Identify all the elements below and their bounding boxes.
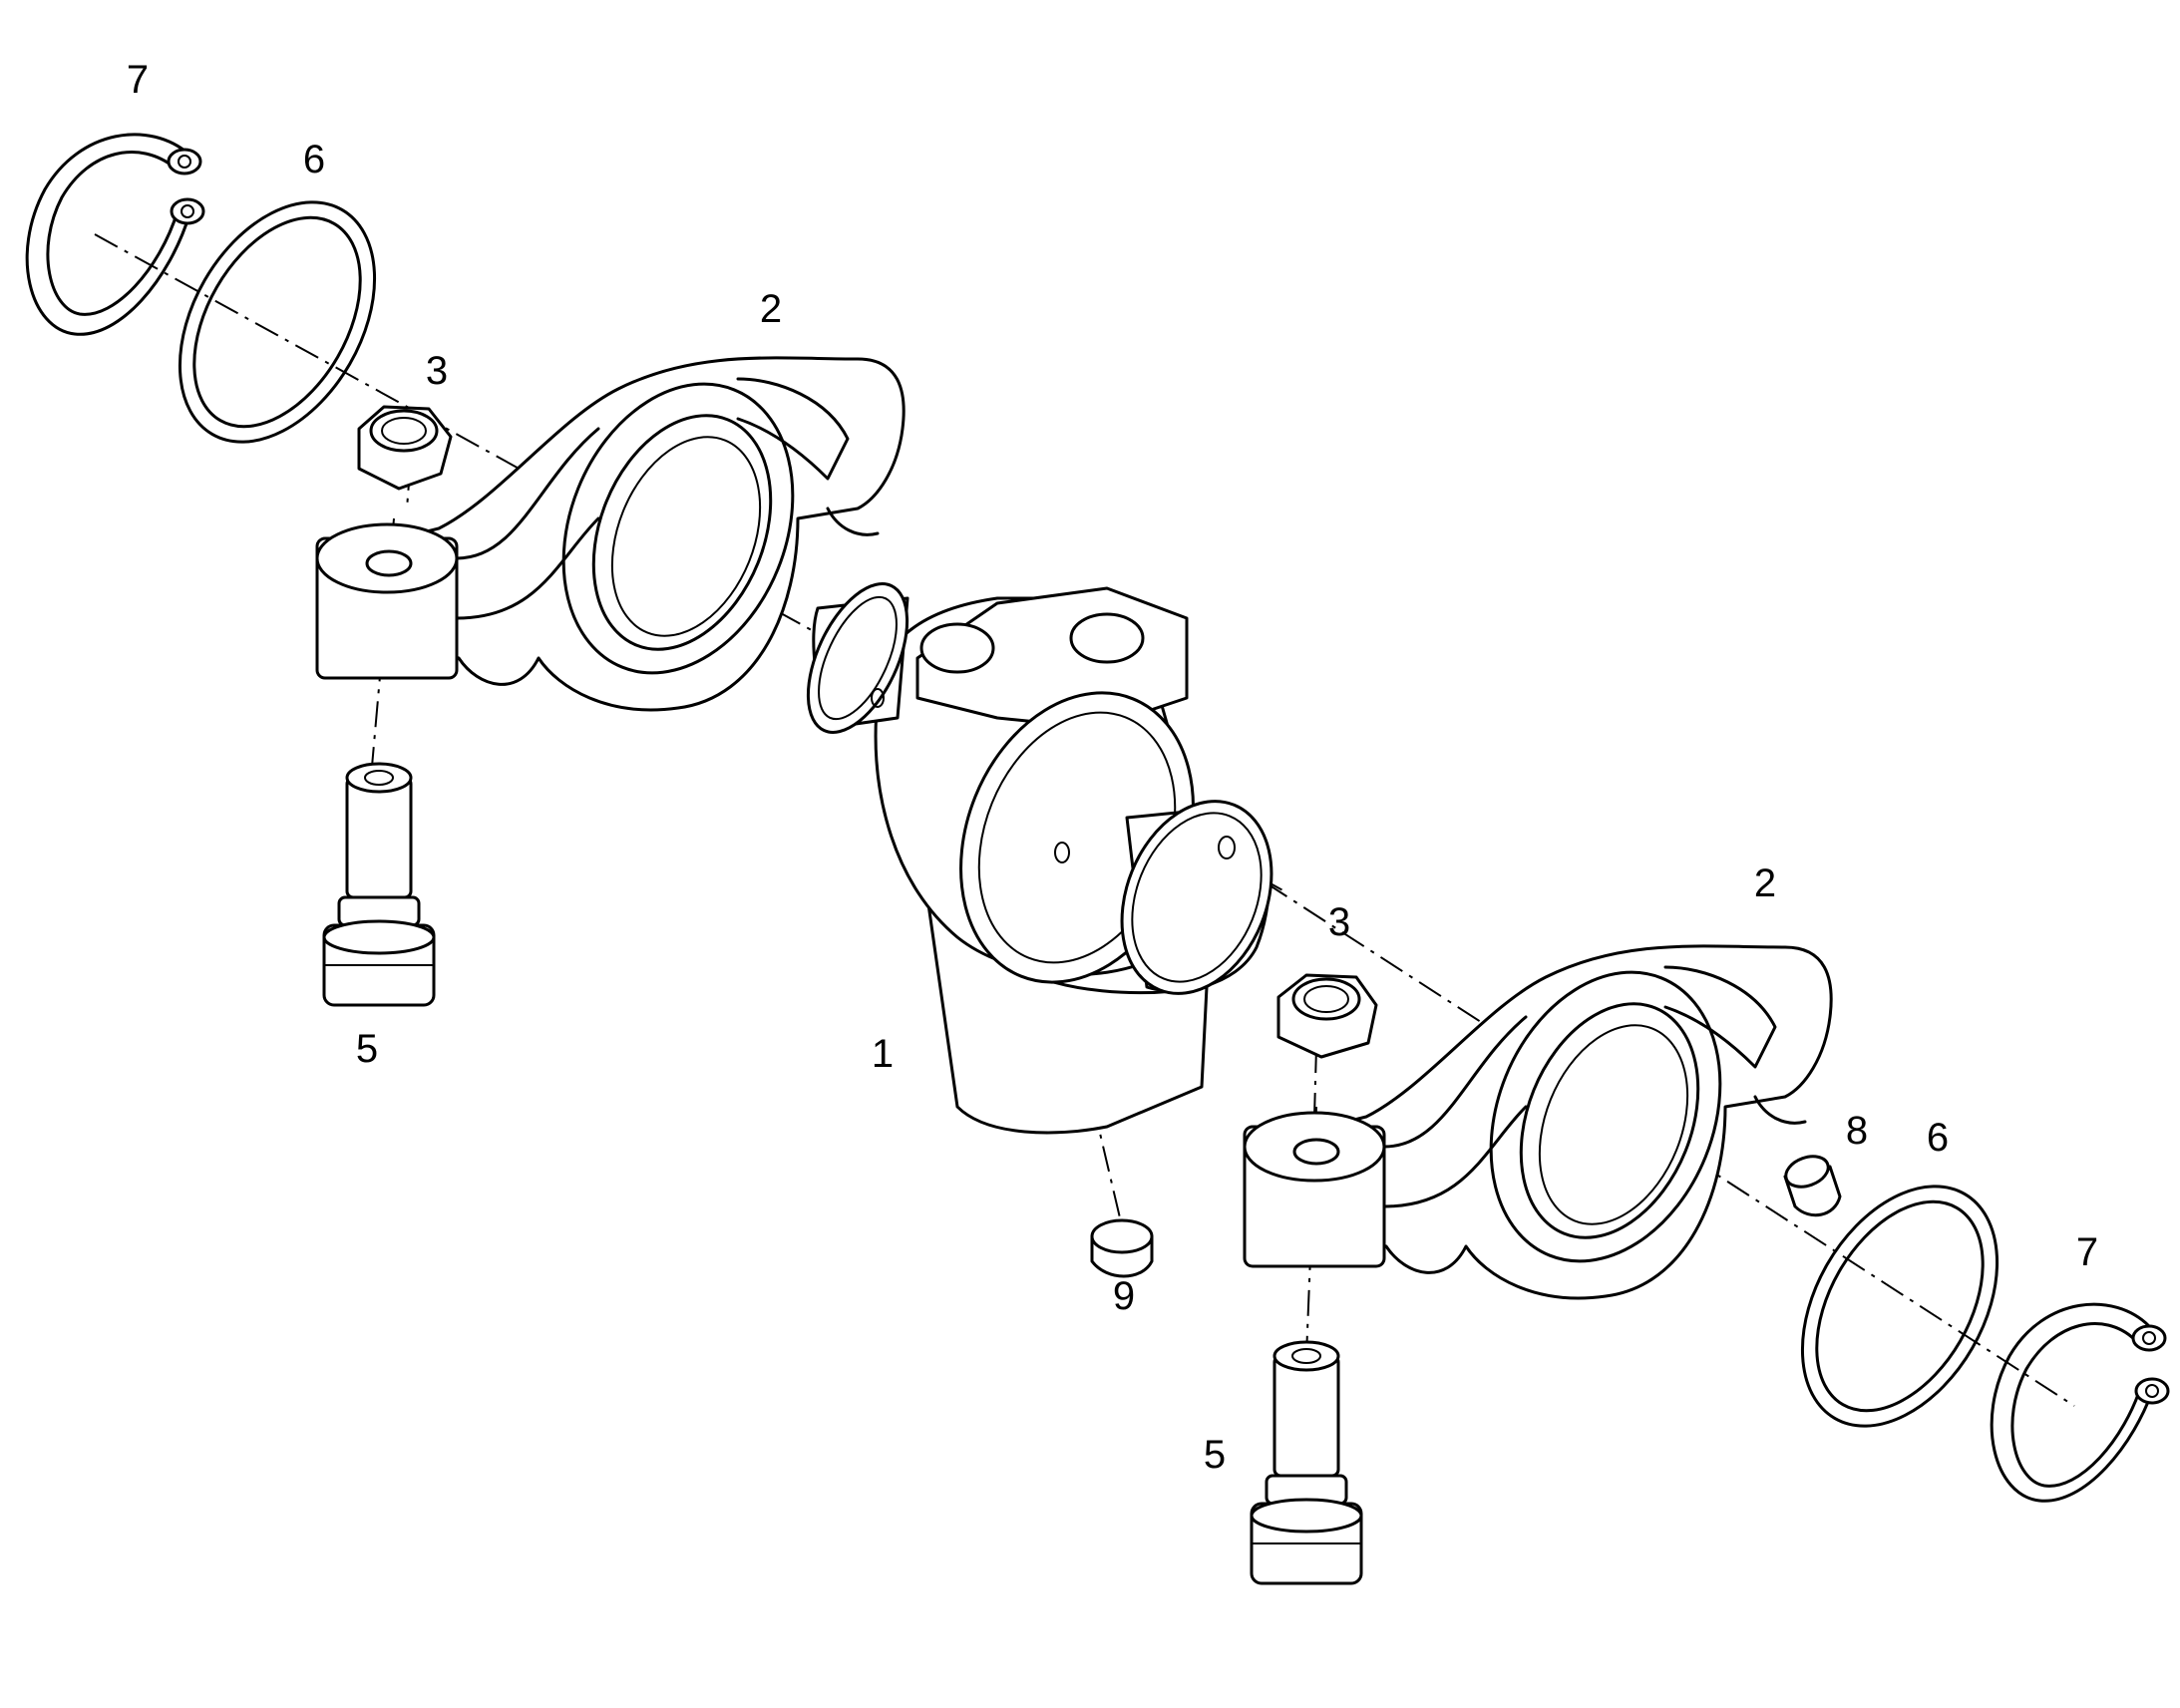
plug-9 [1090, 1218, 1154, 1278]
washer-6-lower [1800, 1185, 1999, 1428]
callout-2-upper: 2 [759, 287, 783, 331]
adjusting-screw-5-lower [1250, 1340, 1363, 1585]
callout-6-upper: 6 [302, 138, 326, 181]
callout-3-lower: 3 [1327, 900, 1351, 944]
callout-6-lower: 6 [1926, 1116, 1950, 1160]
nut-3-upper [357, 405, 453, 491]
nut-3-lower [1276, 973, 1378, 1059]
callout-7-lower: 7 [2075, 1230, 2099, 1274]
washer-6-upper [178, 200, 377, 444]
callout-9: 9 [1112, 1274, 1136, 1318]
callout-2-lower: 2 [1753, 861, 1777, 905]
rocker-arm-2-upper [315, 356, 906, 712]
snap-ring-7-upper [25, 133, 205, 336]
callout-3-upper: 3 [425, 349, 449, 393]
snap-ring-7-lower [1990, 1302, 2170, 1503]
callout-5-upper: 5 [355, 1027, 379, 1071]
callout-1: 1 [871, 1032, 895, 1076]
rocker-bracket-1 [806, 582, 1273, 1135]
adjusting-screw-5-upper [322, 762, 436, 1007]
callout-5-lower: 5 [1203, 1433, 1227, 1477]
rocker-arm-2-lower [1243, 944, 1833, 1300]
callout-7-upper: 7 [126, 58, 150, 102]
callout-8: 8 [1845, 1109, 1869, 1153]
bushing-8 [1783, 1155, 1842, 1217]
